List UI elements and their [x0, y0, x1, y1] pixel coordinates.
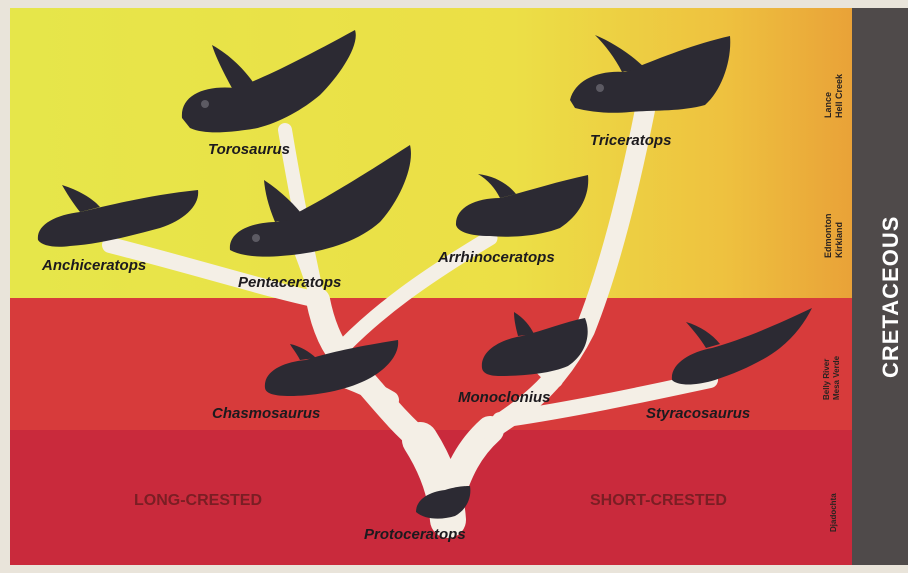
label-triceratops: Triceratops	[590, 132, 671, 149]
label-protoceratops: Protoceratops	[364, 526, 466, 543]
group-short-crested: SHORT-CRESTED	[590, 492, 727, 509]
label-anchiceratops: Anchiceratops	[41, 257, 146, 274]
label-monoclonius: Monoclonius	[458, 389, 551, 406]
label-chasmosaurus: Chasmosaurus	[212, 405, 320, 422]
formation-djadochta: Djadochta	[829, 493, 838, 532]
label-torosaurus: Torosaurus	[208, 141, 290, 158]
period-label: CRETACEOUS	[878, 216, 903, 378]
formation-belly-river: Belly River Mesa Verde	[822, 355, 841, 400]
group-long-crested: LONG-CRESTED	[134, 492, 262, 509]
label-pentaceratops: Pentaceratops	[238, 274, 341, 291]
label-arrhinoceratops: Arrhinoceratops	[437, 249, 555, 266]
label-styracosaurus: Styracosaurus	[646, 405, 750, 422]
